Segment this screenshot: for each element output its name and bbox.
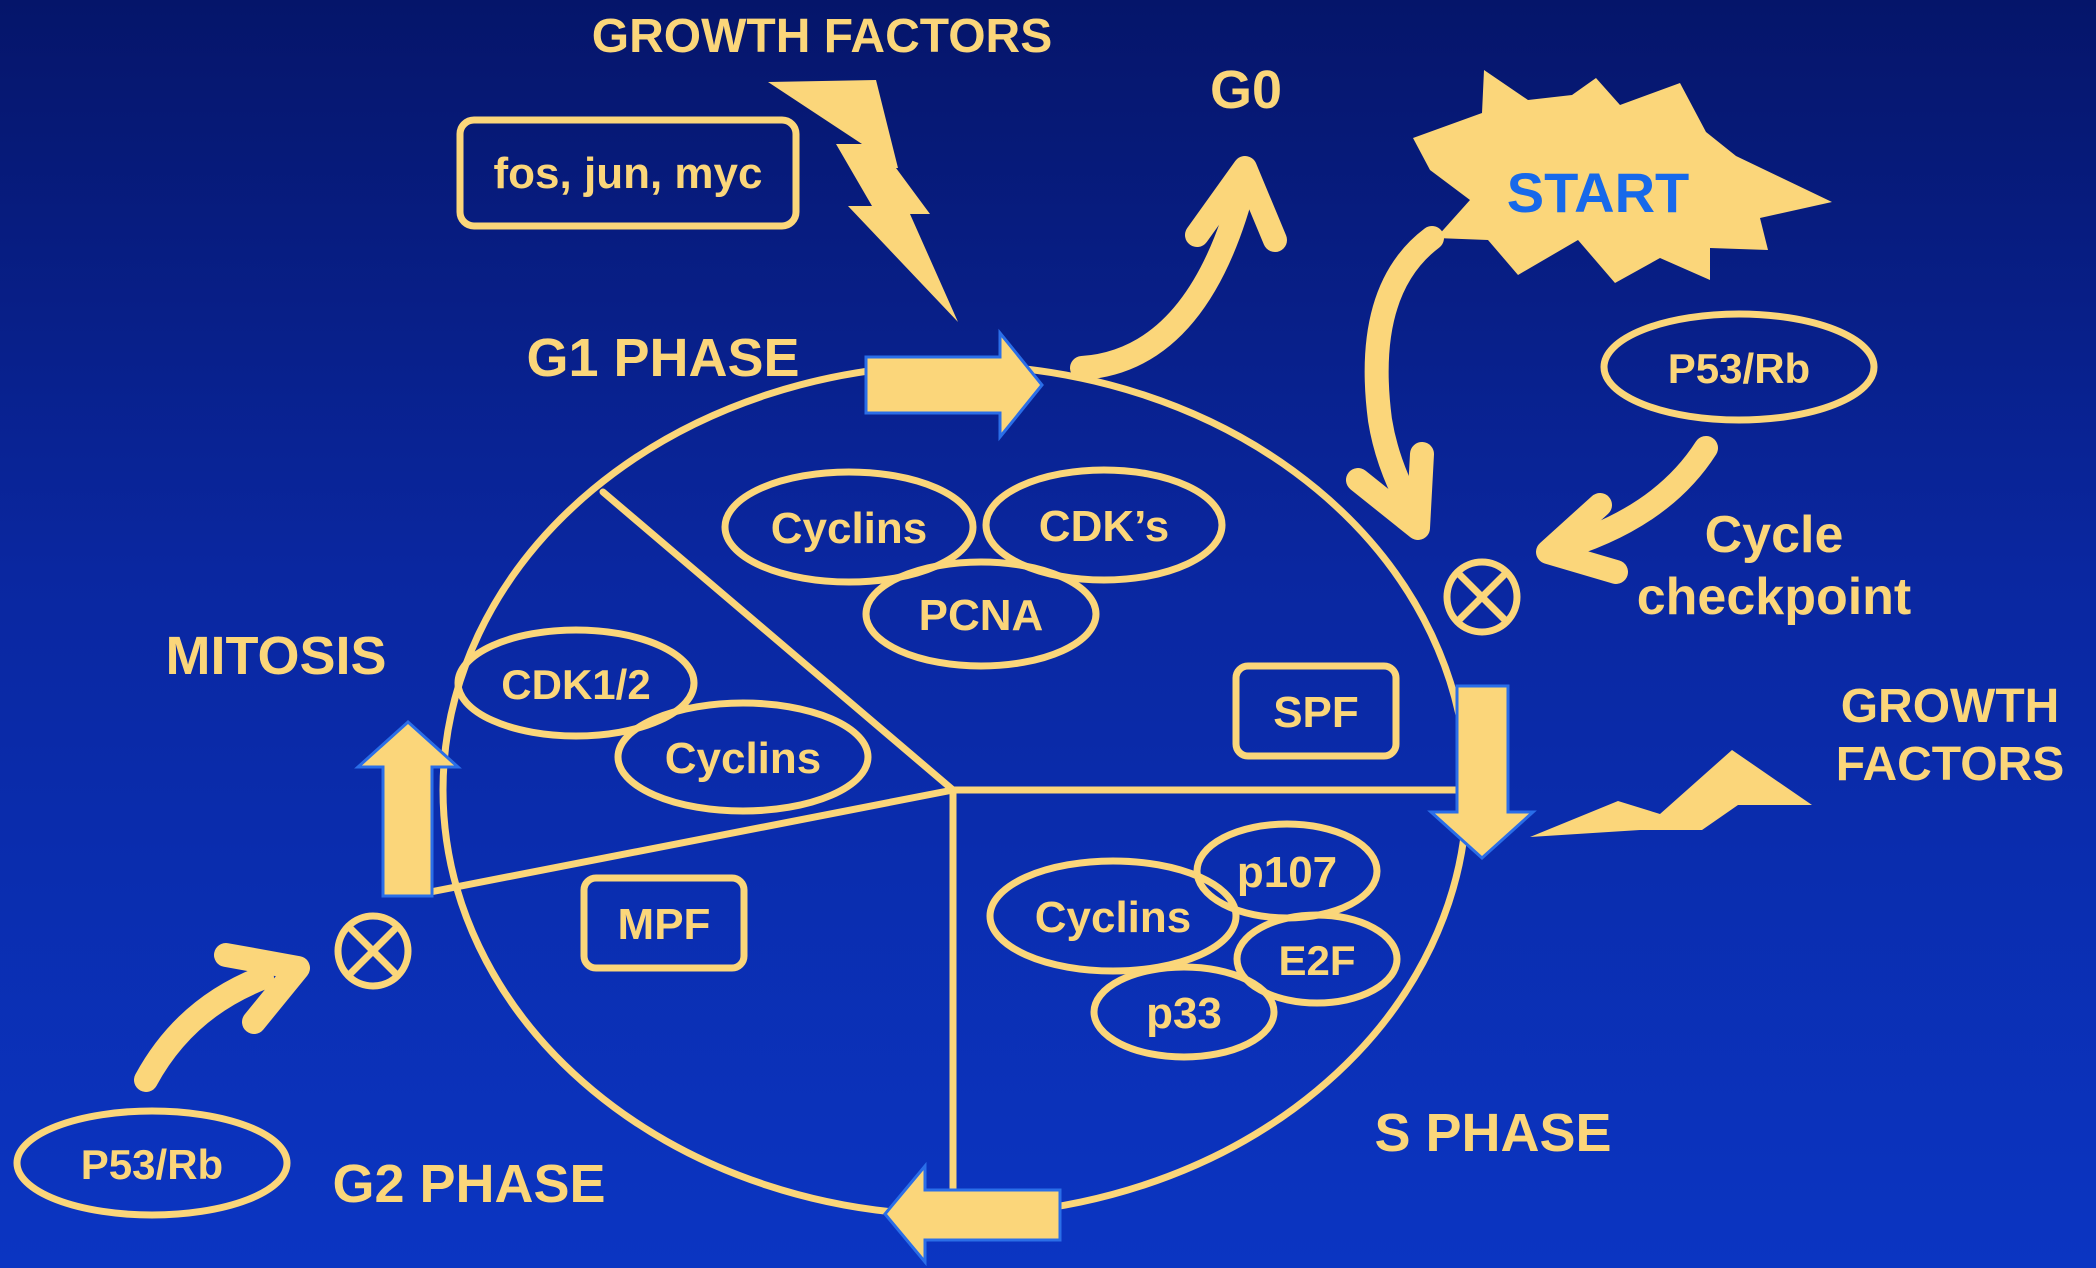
lightning-bolt-icon-right bbox=[1530, 750, 1812, 837]
fos-jun-myc-label: fos, jun, myc bbox=[494, 149, 763, 198]
p53rb-left-oval bbox=[13, 1107, 291, 1219]
g2-phase-label: G2 PHASE bbox=[332, 1154, 605, 1214]
mitosis-label: MITOSIS bbox=[165, 626, 386, 686]
s-p33-label: p33 bbox=[1146, 989, 1222, 1038]
start-arrow-head bbox=[1346, 442, 1434, 540]
s-cyclins-oval bbox=[986, 857, 1240, 975]
spf-box bbox=[1232, 662, 1400, 760]
m-cyclins-oval bbox=[614, 699, 872, 815]
lightning-bolt-icon-top bbox=[768, 80, 958, 322]
p53rb-right-oval bbox=[1600, 310, 1878, 424]
growth-factors-top-label: GROWTH FACTORS bbox=[592, 10, 1052, 63]
starburst-icon bbox=[1413, 70, 1832, 283]
start-to-checkpoint-arrow bbox=[1364, 226, 1444, 532]
mpf-box bbox=[580, 874, 748, 972]
g1-pcna-label: PCNA bbox=[919, 591, 1044, 640]
mpf-label: MPF bbox=[618, 900, 711, 949]
s-progress-arrow bbox=[1427, 684, 1537, 861]
p53rb-right-arrow-head bbox=[1536, 493, 1628, 584]
m-cdk12-oval bbox=[454, 626, 698, 740]
g1-cyclins-oval bbox=[721, 468, 977, 586]
circle-times-icon-left bbox=[334, 912, 412, 990]
g0-exit-arrow bbox=[1070, 168, 1257, 380]
g0-arrow-head bbox=[1185, 156, 1287, 252]
s-phase-label: S PHASE bbox=[1374, 1103, 1611, 1163]
p53rb-left-arrow bbox=[134, 966, 274, 1092]
p53rb-right-arrow bbox=[1542, 436, 1718, 562]
cycle-checkpoint-label-line2: checkpoint bbox=[1637, 568, 1912, 626]
g1-progress-arrow bbox=[864, 328, 1044, 442]
s-e2f-oval bbox=[1233, 911, 1401, 1007]
m-cdk12-label: CDK1/2 bbox=[501, 661, 650, 708]
mitosis-progress-arrow bbox=[354, 719, 462, 898]
p53rb-right-label: P53/Rb bbox=[1668, 345, 1810, 392]
p53rb-left-label: P53/Rb bbox=[81, 1141, 223, 1188]
g1-pcna-oval bbox=[862, 558, 1100, 670]
s-p107-label: p107 bbox=[1237, 848, 1337, 897]
m-cyclins-label: Cyclins bbox=[665, 734, 822, 783]
g1-cdks-label: CDK’s bbox=[1039, 502, 1169, 551]
g1-phase-label: G1 PHASE bbox=[526, 328, 799, 388]
g0-label: G0 bbox=[1210, 60, 1282, 120]
divider-g2-mitosis bbox=[421, 786, 957, 897]
spf-label: SPF bbox=[1273, 688, 1359, 737]
divider-g1-mitosis bbox=[599, 488, 957, 794]
s-p33-oval bbox=[1090, 963, 1278, 1061]
g1-cyclins-label: Cyclins bbox=[771, 504, 928, 553]
growth-factors-right-label-line2: FACTORS bbox=[1836, 738, 2064, 791]
s-e2f-label: E2F bbox=[1278, 937, 1355, 984]
growth-factors-right-label-line1: GROWTH bbox=[1841, 680, 2060, 733]
p53rb-left-arrow-head bbox=[214, 943, 310, 1034]
cycle-checkpoint-label-line1: Cycle bbox=[1705, 506, 1844, 564]
s-cyclins-label: Cyclins bbox=[1035, 893, 1192, 942]
g2-progress-arrow bbox=[883, 1161, 1062, 1267]
fos-jun-myc-box bbox=[456, 116, 800, 230]
start-label: START bbox=[1507, 161, 1690, 224]
g1-cdks-oval bbox=[982, 466, 1226, 584]
circle-times-icon-right bbox=[1443, 558, 1521, 636]
